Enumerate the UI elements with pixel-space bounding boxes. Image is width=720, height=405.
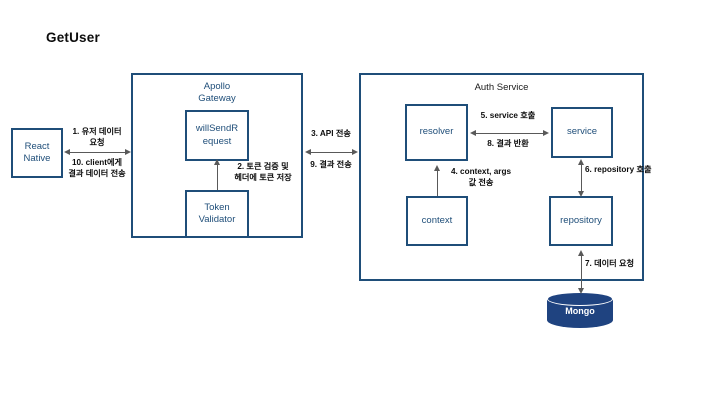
edge-arrowhead-left-resolver [470,130,476,136]
cylinder-top-ellipse [547,292,613,306]
edge-label-7: 7. 데이터 요청 [585,259,635,268]
edge-line-repository-mongo [581,255,582,292]
page-title: GetUser [46,30,100,45]
edge-label-6: 6. repository 호출 [585,165,652,174]
edge-arrowhead-up-repository [578,250,584,256]
edge-arrowhead-up-willsendrequest [214,159,220,165]
node-context[interactable]: context [406,196,468,246]
edge-arrowhead-up-service [578,159,584,165]
edge-line-gateway-authservice [310,152,354,153]
edge-line-context-to-resolver [437,170,438,196]
edge-arrowhead-right-gateway [125,149,131,155]
edge-arrowhead-right-service [543,130,549,136]
edge-label-3: 3. API 전송 [311,129,351,138]
edge-line-react-gateway [69,152,127,153]
node-service[interactable]: service [551,107,613,158]
node-mongo-database[interactable]: Mongo [547,292,613,332]
edge-arrowhead-left-react [64,149,70,155]
edge-arrowhead-down-mongo [578,288,584,294]
auth-service-title: Auth Service [474,82,529,93]
mongo-label: Mongo [565,306,595,316]
edge-label-8: 8. 결과 반환 [487,139,529,148]
node-repository[interactable]: repository [549,196,613,246]
edge-line-token-validator-to-willsendrequest [217,164,218,190]
edge-arrowhead-left-gateway [305,149,311,155]
edge-line-service-repository [581,163,582,193]
edge-label-5: 5. service 호출 [480,111,536,120]
edge-label-9: 9. 결과 전송 [310,160,352,169]
edge-arrowhead-right-authservice [352,149,358,155]
edge-arrowhead-down-repository [578,191,584,197]
node-resolver[interactable]: resolver [405,104,468,161]
edge-line-resolver-service [475,133,544,134]
edge-arrowhead-up-resolver [434,165,440,171]
